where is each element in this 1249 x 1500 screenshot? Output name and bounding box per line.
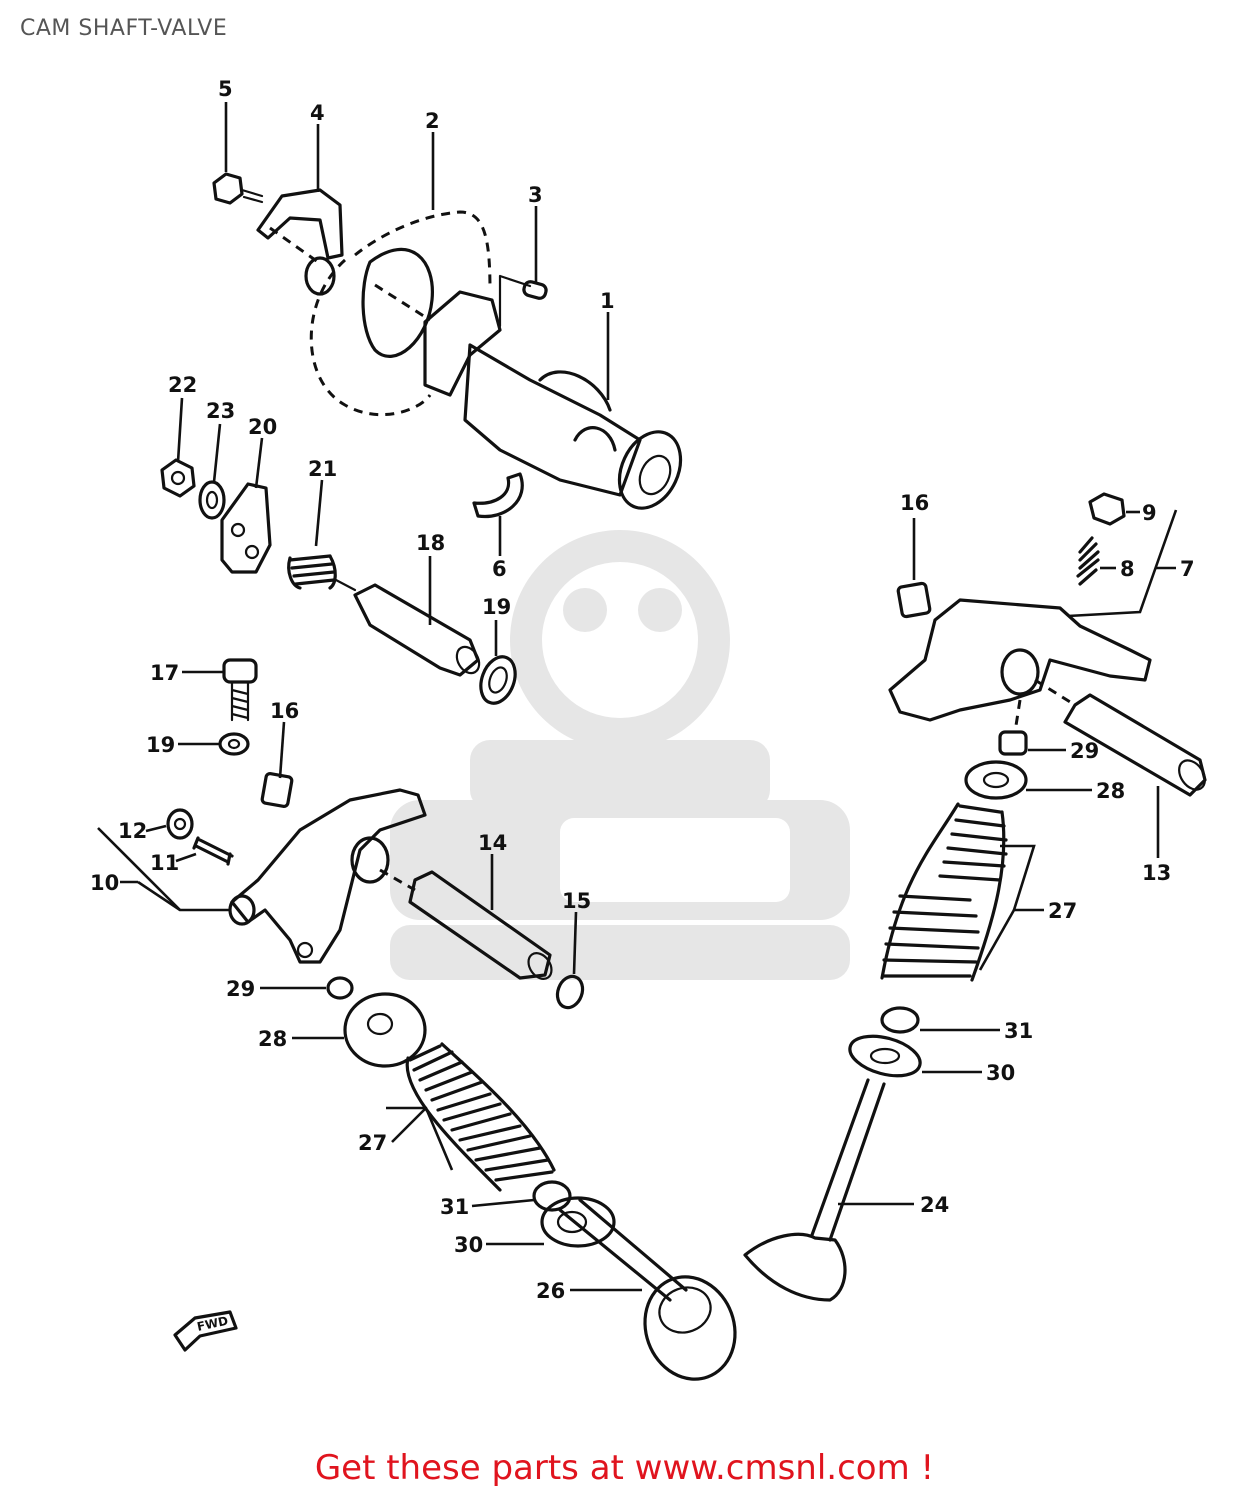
callout-7: 7	[1180, 557, 1195, 581]
part-1-camshaft	[423, 290, 683, 510]
callout-11: 11	[150, 851, 179, 875]
part-3-pin	[498, 274, 548, 328]
callout-25: 24	[920, 1193, 949, 1217]
part-30-right-seat	[848, 1034, 922, 1078]
part-12-nut	[166, 808, 194, 840]
part-23-nut	[160, 458, 196, 498]
part-29-right-cotter	[998, 699, 1028, 756]
callout-15: 15	[562, 889, 591, 913]
callout-3: 3	[528, 183, 543, 207]
part-16-left-pad	[260, 772, 294, 808]
fwd-arrow	[173, 1310, 238, 1352]
page-title: CAM SHAFT-VALVE	[20, 16, 228, 41]
callout-9: 9	[1142, 501, 1157, 525]
part-11-screw	[192, 836, 234, 866]
callout-30-left: 30	[454, 1233, 483, 1257]
callout-29-left: 29	[226, 977, 255, 1001]
part-30-left-seat	[540, 1196, 616, 1248]
part-6-clip	[472, 472, 524, 519]
part-13-rocker-shaft	[1034, 678, 1207, 797]
callout-26: 26	[536, 1279, 565, 1303]
callout-16-left: 16	[270, 699, 299, 723]
callout-24: 23	[206, 399, 235, 423]
part-15-o-ring	[555, 974, 585, 1010]
part-17-bolt	[222, 658, 258, 722]
callout-10: 10	[90, 871, 119, 895]
part-29-left-cotter	[326, 976, 354, 1000]
callout-23: 22	[168, 373, 197, 397]
exploded-parts-diagram: FWD	[90, 77, 1207, 1381]
callout-31-right: 31	[1004, 1019, 1033, 1043]
callout-1: 1	[600, 289, 615, 313]
part-28-left-retainer	[343, 992, 427, 1068]
cmsnl-watermark	[390, 530, 850, 980]
callout-29-right: 29	[1070, 739, 1099, 763]
part-20-seal	[479, 655, 517, 705]
callout-19: 18	[416, 531, 445, 555]
part-7-rocker-arm	[888, 598, 1152, 722]
callout-numbers: 5 4 2 3 1 6 22 23 20 21 18 19 17 19 16 1…	[90, 77, 1195, 1303]
fwd-label: FWD	[196, 1314, 230, 1334]
part-9-nut	[1088, 492, 1126, 526]
part-28-right-retainer	[964, 760, 1028, 800]
part-27-left-springs	[405, 1042, 556, 1192]
callout-14: 14	[478, 831, 507, 855]
part-8-screw	[1076, 536, 1100, 586]
callout-20: 19	[482, 595, 511, 619]
callout-2: 2	[425, 109, 440, 133]
callout-18: 19	[146, 733, 175, 757]
callout-28-left: 28	[258, 1027, 287, 1051]
callout-8: 8	[1120, 557, 1135, 581]
part-2-sprocket	[309, 210, 492, 417]
part-21-plate	[220, 482, 272, 574]
part-24-washer	[198, 480, 226, 520]
callout-31-left: 31	[440, 1195, 469, 1219]
callout-5: 5	[218, 77, 233, 101]
part-19-shaft	[353, 583, 481, 677]
callout-13: 13	[1142, 861, 1171, 885]
part-31-right-seal	[880, 1006, 920, 1034]
callout-27-left: 27	[358, 1131, 387, 1155]
part-31-left-seal	[532, 1180, 572, 1212]
callout-16-right: 16	[900, 491, 929, 515]
part-27-right-springs	[880, 802, 1008, 982]
part-16-right-pad	[896, 581, 932, 619]
callout-21: 20	[248, 415, 277, 439]
leader-lines	[97, 102, 1178, 1292]
callout-12: 12	[118, 819, 147, 843]
part-26-intake-valve	[558, 1198, 737, 1381]
callout-4: 4	[310, 101, 325, 125]
part-22-spring	[287, 554, 357, 592]
callout-22: 21	[308, 457, 337, 481]
callout-6: 6	[492, 557, 507, 581]
callout-27-right: 27	[1048, 899, 1077, 923]
callout-28-right: 28	[1096, 779, 1125, 803]
cta-link[interactable]: Get these parts at www.cmsnl.com !	[314, 1448, 935, 1488]
part-18-washer	[218, 732, 250, 756]
part-25-exhaust-valve	[743, 1078, 886, 1302]
callout-30-right: 30	[986, 1061, 1015, 1085]
part-5-bolt	[212, 172, 264, 205]
callout-17: 17	[150, 661, 179, 685]
part-4-plate	[256, 188, 344, 296]
part-14-rocker-shaft	[379, 868, 553, 980]
